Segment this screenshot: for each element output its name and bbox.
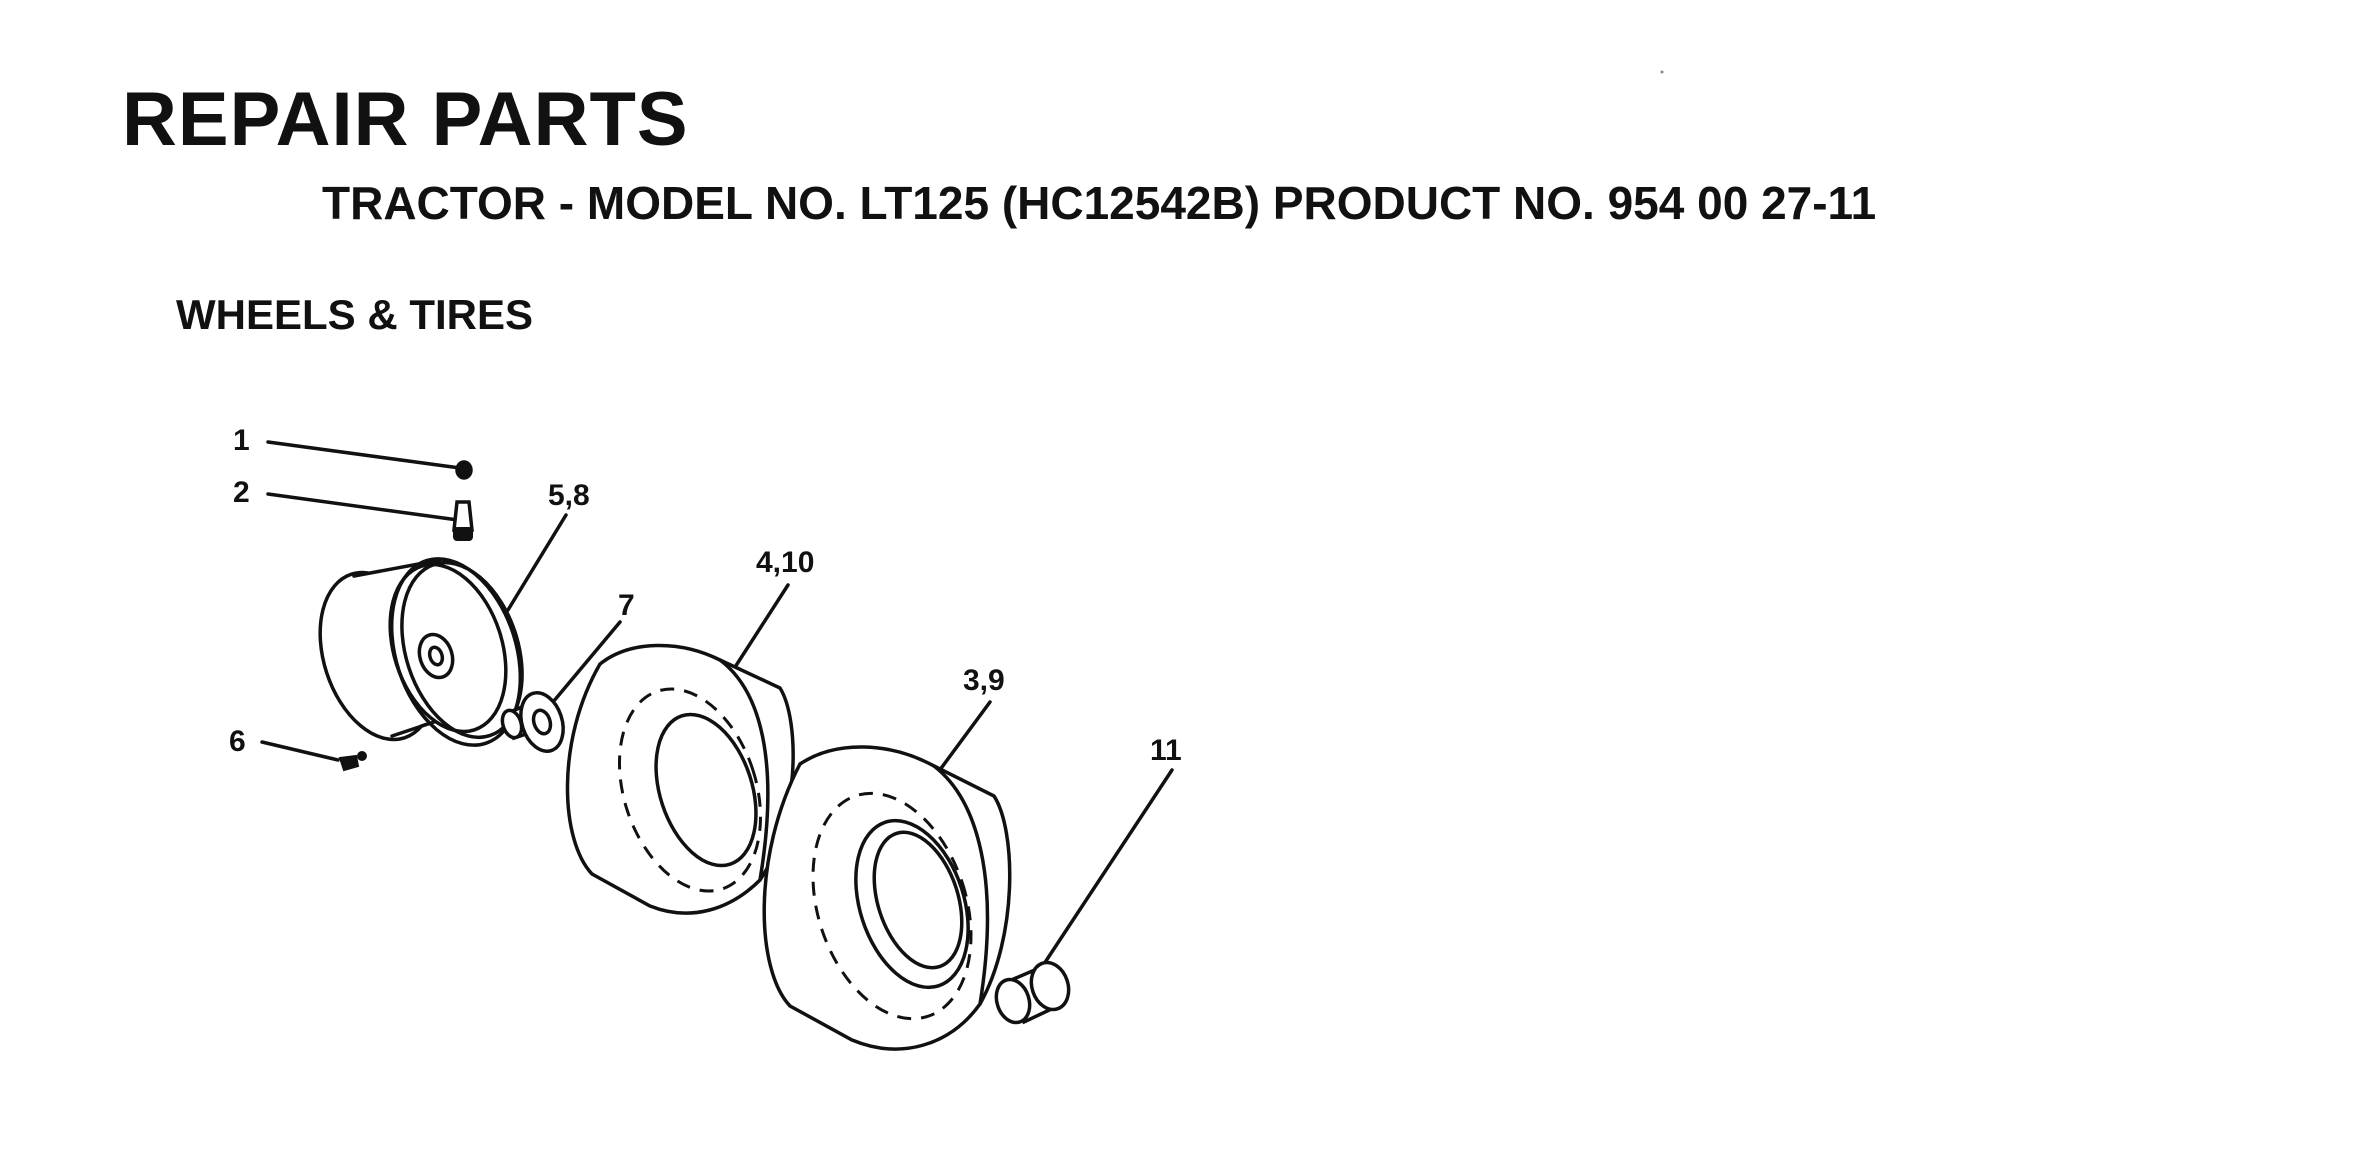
scan-speck	[1660, 70, 1664, 74]
page-subtitle: TRACTOR - MODEL NO. LT125 (HC12542B) PRO…	[322, 177, 1877, 229]
valve-cap-part	[455, 460, 473, 480]
tire-front-part	[565, 643, 795, 915]
section-heading: WHEELS & TIRES	[176, 291, 534, 338]
leader-line-4-10	[726, 583, 790, 680]
callout-7: 7	[618, 589, 635, 622]
callout-5-8: 5,8	[548, 479, 590, 512]
leader-line-11	[1038, 768, 1174, 972]
bushing-part	[500, 691, 565, 753]
callout-2: 2	[233, 476, 250, 509]
sleeve-part	[994, 960, 1071, 1025]
leader-line-6	[260, 740, 340, 762]
leader-line-7	[546, 620, 622, 710]
callout-3-9: 3,9	[963, 664, 1005, 697]
callout-4-10: 4,10	[756, 546, 814, 579]
rim-ring-part	[389, 557, 524, 747]
callout-11: 11	[1150, 734, 1182, 767]
valve-stem-part	[452, 500, 474, 541]
page-title: REPAIR PARTS	[122, 77, 689, 162]
tire-rear-part	[762, 745, 1012, 1051]
wheel-rim-part	[318, 558, 508, 742]
callout-1: 1	[233, 424, 250, 457]
leader-line-1	[266, 440, 462, 470]
leader-line-5-8	[506, 513, 568, 612]
callout-6: 6	[229, 725, 246, 758]
screw-part	[338, 751, 367, 772]
leader-line-2	[266, 492, 460, 522]
